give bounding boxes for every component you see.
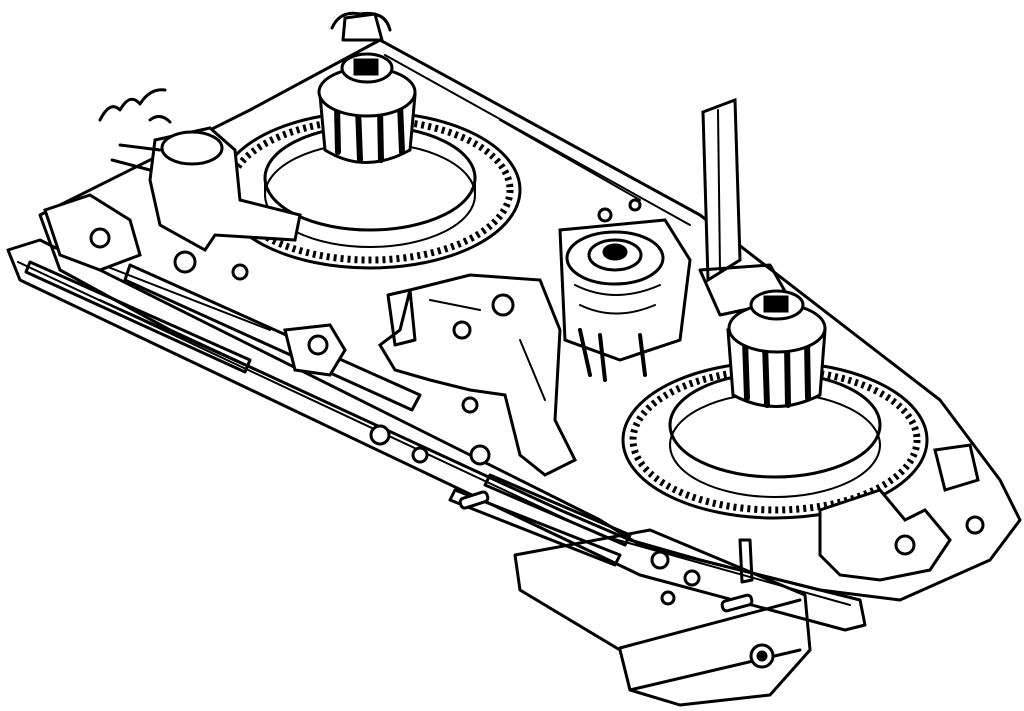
front-block-hole-2	[683, 569, 701, 587]
tape-guide-post	[701, 97, 742, 283]
takeup-reel-spindle-key	[763, 295, 789, 313]
front-block	[513, 528, 812, 707]
small-pin	[738, 538, 754, 584]
pinch-roller-top	[160, 130, 224, 166]
plate-hole-4	[597, 207, 613, 223]
supply-reel-spindle-ribs	[334, 101, 405, 163]
capstan-center	[602, 243, 628, 261]
right-bracket-pivot	[894, 534, 916, 556]
plate-hole-2	[411, 446, 429, 464]
capstan-body-lines	[574, 284, 661, 315]
tape-guide-post-edge	[717, 109, 721, 271]
brake-lever-arm	[386, 288, 417, 347]
right-end-bracket	[818, 488, 952, 582]
takeup-reel-spindle-ribs	[742, 337, 811, 408]
plate-hole-5	[628, 198, 642, 212]
lower-chassis-rail	[6, 238, 867, 632]
main-chassis-plate	[38, 38, 1022, 602]
supply-reel-spindle-key	[353, 58, 379, 76]
brake-lever-hole-2	[461, 396, 479, 414]
lower-slide-bar	[448, 488, 622, 567]
plate-hole-1	[369, 424, 391, 446]
front-block-top-edge	[618, 598, 802, 692]
supply-reel-spindle-clip	[330, 11, 392, 32]
lower-slide-bar-2	[483, 473, 632, 547]
capstan-base-detail	[578, 328, 647, 382]
left-lever-hole-2	[231, 263, 249, 281]
spring-hook	[148, 115, 172, 124]
front-block-hole-1	[650, 550, 670, 570]
rail-slot	[24, 260, 252, 374]
plate-hole-3	[469, 444, 491, 466]
front-block-screw-center	[756, 650, 768, 662]
brake-lever-detail	[429, 299, 546, 401]
tension-arm-pivot	[307, 334, 329, 356]
plate-top-edge	[384, 54, 691, 226]
supply-reel-spindle-post	[341, 12, 384, 42]
front-block-hole-3	[660, 590, 676, 606]
front-block-slot	[720, 593, 754, 613]
left-lever-hole	[173, 250, 197, 274]
right-bracket-hole	[965, 515, 985, 535]
brake-lever-pivot	[491, 293, 515, 317]
pinch-roller-link	[110, 143, 162, 172]
brake-lever-hole	[452, 320, 472, 340]
spring-wire	[98, 88, 167, 122]
left-lever-pivot	[89, 227, 111, 249]
right-bracket-post	[933, 443, 980, 492]
lower-slot	[458, 490, 490, 510]
brake-lever-plate	[378, 273, 578, 477]
